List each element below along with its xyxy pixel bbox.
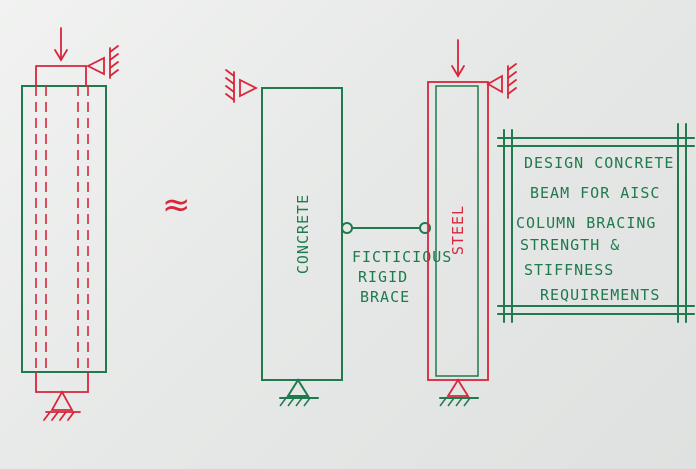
steel-column-inner xyxy=(435,85,479,377)
note-line-4: STRENGTH & xyxy=(520,236,620,254)
note-line-5: STIFFNESS xyxy=(524,261,614,279)
fictitious-rigid-brace: FICTICIOUS RIGID BRACE xyxy=(341,222,452,306)
brace-label-line2: RIGID xyxy=(358,268,408,286)
concrete-label: CONCRETE xyxy=(294,194,312,274)
pin-support-icon xyxy=(279,378,319,407)
note-box: DESIGN CONCRETE BEAM FOR AISC COLUMN BRA… xyxy=(497,123,695,323)
note-line-2: BEAM FOR AISC xyxy=(530,184,660,202)
pin-support-icon xyxy=(439,378,479,407)
note-line-1: DESIGN CONCRETE xyxy=(524,154,674,172)
approx-symbol: ≈ xyxy=(162,185,191,225)
brace-label-line3: BRACE xyxy=(360,288,410,306)
composite-steel-top-cap xyxy=(35,65,87,87)
load-arrow-icon xyxy=(54,27,68,62)
brace-pin-left xyxy=(341,222,353,234)
pin-support-icon xyxy=(43,390,81,421)
roller-support-icon xyxy=(486,63,517,99)
steel-label: STEEL xyxy=(449,205,467,255)
brace-label-line1: FICTICIOUS xyxy=(352,248,452,266)
steel-column: STEEL xyxy=(427,39,517,407)
roller-support-icon xyxy=(85,45,119,79)
composite-column xyxy=(21,27,119,421)
concrete-column-outline xyxy=(261,87,343,381)
composite-steel-bottom-cap xyxy=(35,371,89,393)
composite-concrete-outline xyxy=(21,85,107,373)
load-arrow-icon xyxy=(451,39,465,78)
concrete-column: CONCRETE xyxy=(225,69,343,407)
note-line-6: REQUIREMENTS xyxy=(540,286,660,304)
note-line-3: COLUMN BRACING xyxy=(516,214,656,232)
brace-pin-right xyxy=(419,222,431,234)
pin-support-icon xyxy=(225,69,259,103)
